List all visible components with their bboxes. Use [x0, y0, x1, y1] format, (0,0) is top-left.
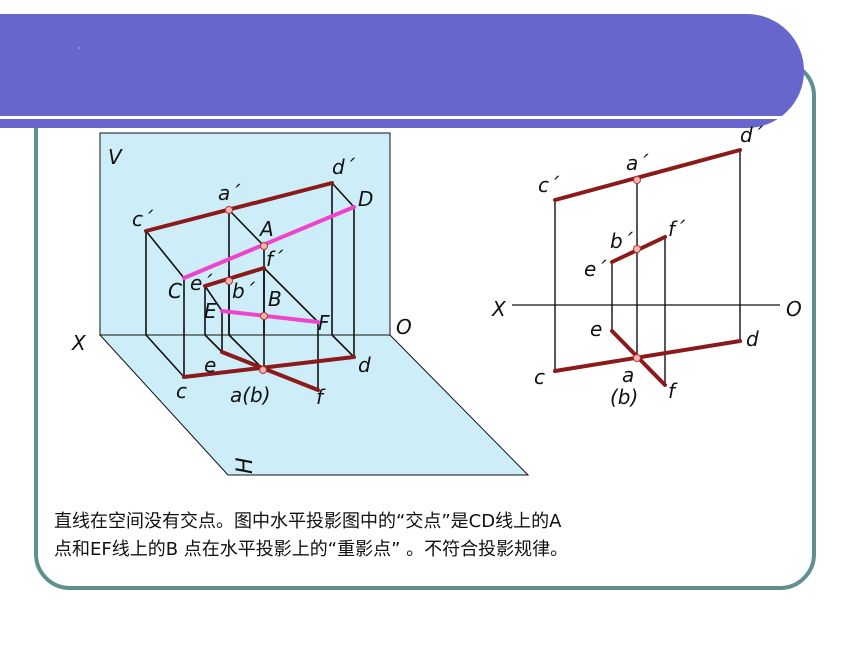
label-d: d: [358, 353, 371, 377]
label-e: e: [204, 353, 216, 377]
space-lines: [182, 205, 356, 324]
banner-dot: ·: [78, 44, 81, 53]
r-label-e: e: [590, 317, 602, 341]
label-v: V: [108, 145, 123, 169]
r-label-c: c: [534, 365, 545, 389]
r-label-a: a: [622, 363, 634, 387]
r-label-b-prime: b´: [610, 229, 634, 253]
r-label-f-prime: f´: [668, 217, 686, 241]
explanation-text: 直线在空间没有交点。图中水平投影图中的“交点”是CD线上的A 点和EF线上的B …: [54, 508, 794, 564]
r-label-b: (b): [610, 385, 638, 409]
r-label-o: O: [786, 297, 802, 321]
label-f: f: [316, 385, 326, 409]
label-A: A: [258, 217, 274, 241]
r-label-d-prime: d´: [740, 123, 764, 147]
r-label-d: d: [746, 327, 759, 351]
label-B: B: [268, 287, 282, 311]
right-dark-lines: [553, 148, 742, 387]
r-label-e-prime: e´: [584, 257, 607, 281]
label-c: c: [176, 379, 187, 403]
label-b-prime: b´: [232, 279, 256, 303]
intersection-points: [225, 206, 268, 374]
r-label-a-prime: a´: [626, 151, 649, 175]
label-o: O: [396, 315, 412, 339]
label-F: F: [318, 311, 330, 335]
label-D: D: [358, 187, 373, 211]
right-projector-lines: [554, 150, 741, 385]
explanation-line-1: 直线在空间没有交点。图中水平投影图中的“交点”是CD线上的A: [54, 511, 562, 532]
title-banner: ·: [0, 14, 804, 128]
dark-lines: [144, 181, 356, 392]
r-label-c-prime: c´: [538, 173, 560, 197]
label-h: H: [233, 457, 258, 474]
label-ab: a(b): [230, 383, 271, 407]
label-C: C: [168, 279, 182, 303]
r-label-f: f: [668, 379, 678, 403]
label-e-prime: e´: [190, 271, 213, 295]
banner-divider: [0, 116, 790, 119]
explanation-line-2: 点和EF线上的B 点在水平投影上的“重影点” 。不符合投影规律。: [54, 539, 569, 560]
label-a-prime: a´: [218, 181, 241, 205]
label-c-prime: c´: [132, 207, 154, 231]
label-f-prime: f´: [266, 247, 284, 271]
r-label-x: X: [491, 297, 507, 321]
label-E: E: [204, 299, 217, 323]
label-d-prime: d´: [332, 155, 356, 179]
label-x: X: [71, 331, 87, 355]
right-points: [633, 176, 641, 362]
